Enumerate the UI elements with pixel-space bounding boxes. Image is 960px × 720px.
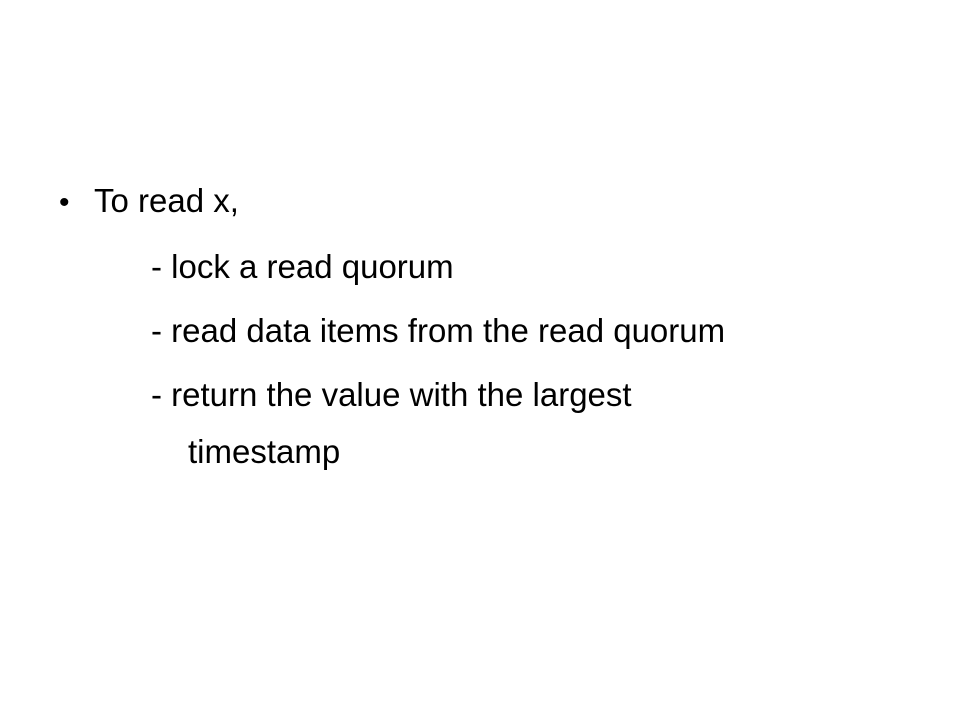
step-return-value-continued: timestamp [188, 433, 341, 470]
step-return-value: - return the value with the largest [151, 376, 632, 413]
bullet-heading: To read x, [94, 182, 239, 219]
step-lock-quorum: - lock a read quorum [151, 248, 454, 285]
bullet-icon: • [59, 186, 70, 219]
step-read-items: - read data items from the read quorum [151, 312, 726, 349]
